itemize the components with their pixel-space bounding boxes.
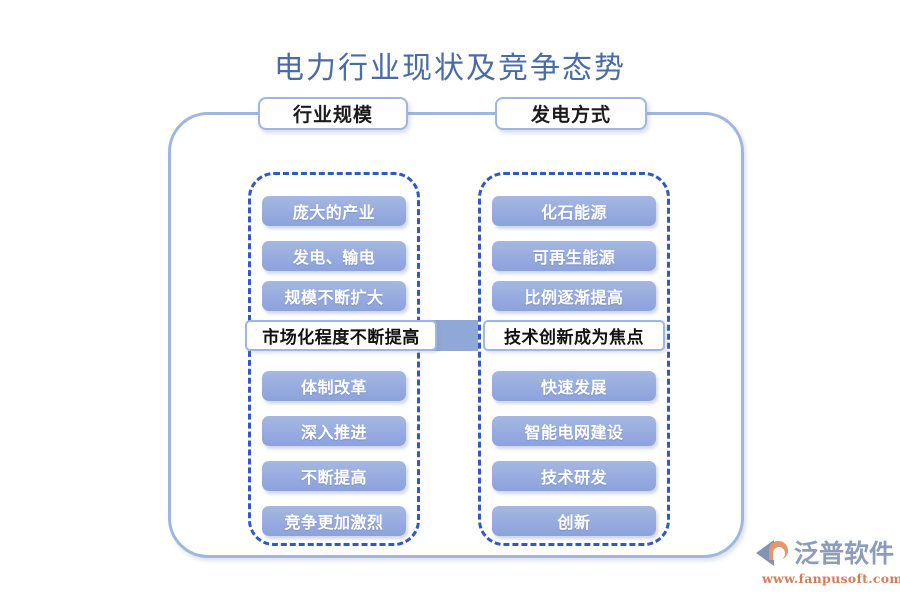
list-item[interactable]: 发电、输电 (262, 241, 406, 271)
list-item[interactable]: 深入推进 (262, 416, 406, 446)
list-item[interactable]: 竞争更加激烈 (262, 506, 406, 536)
list-item[interactable]: 化石能源 (492, 196, 656, 226)
dashed-group-right (478, 172, 670, 546)
outer-frame (168, 112, 744, 558)
highlight-box-market-reform[interactable]: 市场化程度不断提高 (245, 320, 437, 351)
list-item[interactable]: 体制改革 (262, 371, 406, 401)
column-header-power-generation[interactable]: 发电方式 (495, 97, 647, 130)
list-item[interactable]: 不断提高 (262, 461, 406, 491)
page-title: 电力行业现状及竞争态势 (274, 51, 626, 86)
list-item[interactable]: 庞大的产业 (262, 196, 406, 226)
highlight-box-tech-innovation[interactable]: 技术创新成为焦点 (483, 320, 665, 351)
list-item[interactable]: 规模不断扩大 (262, 281, 406, 311)
list-item[interactable]: 快速发展 (492, 371, 656, 401)
list-item[interactable]: 智能电网建设 (492, 416, 656, 446)
list-item[interactable]: 可再生能源 (492, 241, 656, 271)
watermark-brand-name: 泛普软件 (794, 538, 895, 568)
fanpu-logo-icon (756, 538, 790, 568)
list-item[interactable]: 技术研发 (492, 461, 656, 491)
list-item[interactable]: 比例逐渐提高 (492, 281, 656, 311)
list-item[interactable]: 创新 (492, 506, 656, 536)
watermark: 泛普软件 www.fanpusoft.com (756, 538, 900, 596)
dashed-group-left (248, 172, 420, 546)
watermark-url: www.fanpusoft.com (762, 571, 900, 586)
column-header-industry-scale[interactable]: 行业规模 (258, 97, 408, 130)
